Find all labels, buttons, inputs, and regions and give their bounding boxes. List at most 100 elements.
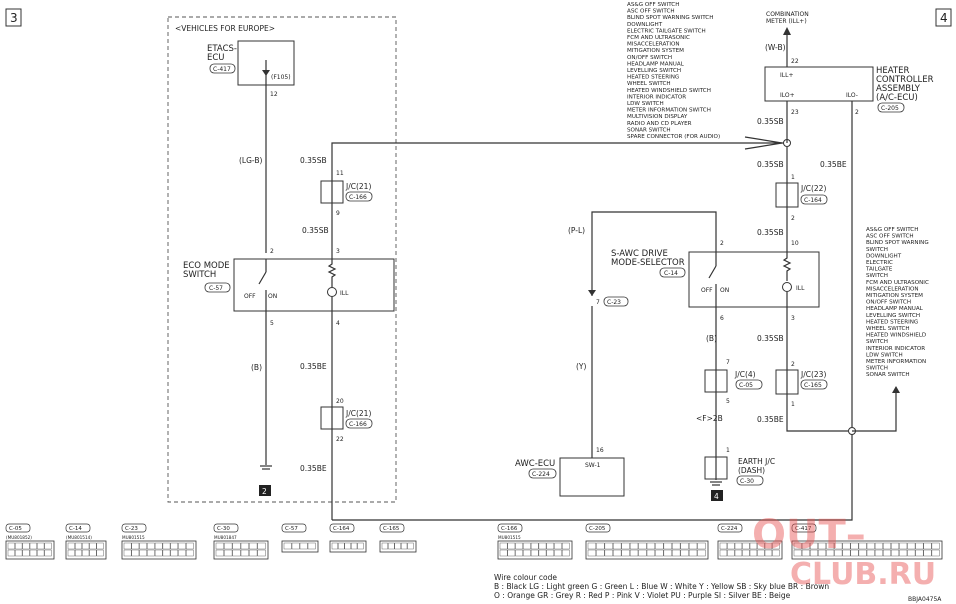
right-list-item: SWITCH <box>866 366 888 372</box>
connector-pin <box>381 542 389 550</box>
heater-name-1: HEATER <box>876 66 909 76</box>
eco-on: ON <box>268 293 277 300</box>
svg-text:C-417: C-417 <box>213 66 231 73</box>
connector-pin <box>801 549 810 557</box>
connector-pin <box>170 542 179 550</box>
right-list-item: SWITCH <box>866 339 888 345</box>
etacs-fuse: (F105) <box>271 74 291 81</box>
eco-ill: ILL <box>340 290 349 297</box>
top-list-item: ELECTRIC TAILGATE SWITCH <box>627 28 706 34</box>
connector-id: C-205 <box>589 526 606 532</box>
connector-pin <box>7 549 15 557</box>
sawc-ill-lamp <box>782 282 792 292</box>
right-list-item: WHEEL SWITCH <box>866 326 910 332</box>
connector-pin <box>621 542 630 550</box>
wire-be-3: 0.35BE <box>820 160 847 169</box>
jc21-bot-connector-ref: C-166 <box>345 418 373 429</box>
connector-pin <box>655 549 664 557</box>
connector-face: C-224 <box>717 523 783 560</box>
connector-pin <box>697 549 706 557</box>
wire-sb-2: 0.35SB <box>302 226 329 235</box>
right-list-item: HEADLAMP MANUAL <box>866 306 924 312</box>
connector-pin <box>538 549 547 557</box>
top-list-item: AS&G OFF SWITCH <box>627 2 679 8</box>
connector-pin <box>680 542 689 550</box>
connector-pin <box>186 549 194 557</box>
connector-id: C-224 <box>721 526 738 532</box>
connector-pin <box>249 549 258 557</box>
legend-title: Wire colour code <box>494 573 557 582</box>
right-list-item: FCM AND ULTRASONIC <box>866 280 929 286</box>
svg-text:C-166: C-166 <box>349 421 367 428</box>
connector-pin <box>89 542 97 550</box>
connector-pin <box>15 549 23 557</box>
heater-box <box>764 66 874 102</box>
top-list-item: ON/OFF SWITCH <box>627 55 672 61</box>
svg-text:C-14: C-14 <box>664 270 678 277</box>
heater-name-3: ASSEMBLY <box>876 84 921 94</box>
connector-pin <box>866 549 875 557</box>
connector-pin <box>883 549 891 557</box>
eco-connector-ref: C-57 <box>204 282 231 293</box>
connector-pin <box>162 542 171 550</box>
connector-pin <box>538 542 547 550</box>
jc22-label: J/C(22) <box>800 184 826 193</box>
earth-ground-badge <box>711 490 723 501</box>
connector-face: C-165 <box>379 523 417 553</box>
connector-part: MU801515 <box>498 535 521 540</box>
connector-pin <box>44 542 52 550</box>
wire-lg-b-label: (LG-B) <box>239 156 263 165</box>
top-list-item: SPARE CONNECTOR (FOR AUDIO) <box>627 134 720 140</box>
connector-pin <box>224 549 233 557</box>
connector-pin <box>793 542 802 550</box>
earth-name-1: EARTH J/C <box>738 457 775 466</box>
wire-p-l-label: (P-L) <box>568 226 585 235</box>
connector-pin <box>407 542 414 550</box>
arrow-right-list <box>892 386 900 393</box>
connector-pin <box>604 549 613 557</box>
heater-ilo-minus: ILO- <box>846 92 858 99</box>
connector-pin <box>842 549 851 557</box>
arrow-to-c23 <box>588 290 596 296</box>
connector-pin <box>257 549 266 557</box>
connector-pin <box>232 542 241 550</box>
svg-text:C-224: C-224 <box>532 471 550 478</box>
wire-right-list <box>852 387 897 432</box>
wire-sb-5: 0.35SB <box>757 228 784 237</box>
awc-in-connector-ref: C-23 <box>603 296 629 307</box>
top-list-item: HEATED WINDSHIELD SWITCH <box>627 88 711 94</box>
connector-pin <box>307 542 316 550</box>
awc-name: AWC-ECU <box>515 459 555 469</box>
connector-face: C-417 <box>791 523 943 560</box>
connector-id: C-165 <box>383 526 400 532</box>
connector-pin <box>646 542 656 550</box>
connector-pin <box>96 542 104 550</box>
right-list-item: HEATED WINDSHIELD <box>866 333 926 339</box>
combo-name-1: COMBINATION <box>766 11 809 18</box>
sawc-pin-6: 6 <box>720 315 724 322</box>
awc-pin: 16 <box>596 447 604 454</box>
jc21-top-pin-top: 11 <box>336 170 344 177</box>
connector-part: MU801515 <box>122 535 145 540</box>
europe-label: <VEHICLES FOR EUROPE> <box>175 24 275 33</box>
page-number-right: 4 <box>940 11 948 25</box>
connector-id: C-57 <box>285 526 298 532</box>
connector-pin <box>757 549 765 557</box>
right-list-item: HEATED STEERING <box>866 319 918 325</box>
jc23-connector-ref: C-165 <box>800 379 828 390</box>
connector-pin <box>499 549 508 557</box>
etacs-connector-ref: C-417 <box>209 63 236 74</box>
heater-ill-plus: ILL+ <box>780 72 793 79</box>
connector-pin <box>44 549 52 557</box>
connector-pin <box>291 542 300 550</box>
jc21-bot-label: J/C(21) <box>345 409 371 418</box>
connector-pin <box>899 542 908 550</box>
connector-pin <box>257 542 266 550</box>
top-list-item: ASC OFF SWITCH <box>627 9 675 15</box>
right-list-item: METER INFORMATION <box>866 359 926 365</box>
connector-pin <box>891 542 900 550</box>
eco-pin-2: 2 <box>270 248 274 255</box>
connector-id: C-05 <box>9 526 22 532</box>
